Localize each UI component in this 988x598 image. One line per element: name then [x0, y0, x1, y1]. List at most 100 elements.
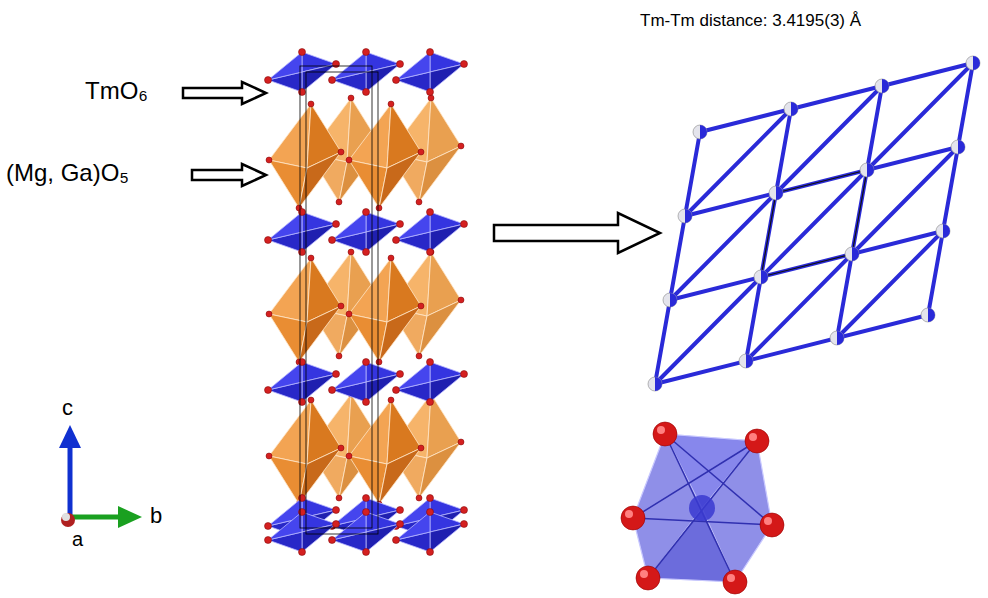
oxygen-atom: [461, 221, 468, 228]
tm-atom: [882, 79, 889, 93]
oxygen-atom: [760, 513, 784, 537]
oxygen-atom: [363, 359, 370, 366]
oxygen-atom: [346, 157, 352, 163]
axis-head: [118, 506, 142, 528]
tm-atom: [951, 140, 965, 154]
tm-atom: [769, 186, 783, 200]
polyhedron-face: [302, 224, 336, 252]
oxygen-atom: [397, 61, 404, 68]
tm-atom: [670, 293, 677, 307]
oxygen-atom: [388, 255, 394, 261]
tm-atom: [663, 293, 677, 307]
oxygen-atom: [333, 221, 340, 228]
oxygen-atom: [266, 453, 272, 459]
polyhedron-face: [269, 456, 307, 504]
oxygen-atom: [363, 89, 370, 96]
polyhedron-face: [302, 64, 336, 92]
oxygen-atom: [418, 149, 424, 155]
tm-atom: [852, 247, 859, 261]
tm-atom: [791, 102, 798, 116]
tm-atom: [860, 163, 874, 177]
oxygen-atom: [723, 570, 747, 594]
polyhedron-face: [396, 512, 430, 540]
axis-a: [61, 513, 75, 527]
oxygen-atom: [265, 387, 272, 394]
oxygen-atom: [299, 399, 306, 406]
oxygen-atom: [393, 537, 400, 544]
tm-atom: [928, 308, 935, 322]
tm-atom: [746, 354, 753, 368]
tm-atom: [754, 270, 768, 284]
oxygen-atom: [333, 61, 340, 68]
oxygen-atom: [416, 199, 422, 205]
axis-triad: [59, 425, 142, 528]
oxygen-atom: [416, 353, 422, 359]
tm-tm-bond: [867, 63, 973, 170]
oxygen-atom: [418, 303, 424, 309]
highlight: [749, 433, 757, 441]
oxygen-atom: [363, 509, 370, 516]
polyhedron-face: [349, 400, 391, 464]
tm-atom: [678, 209, 692, 223]
oxygen-atom: [333, 521, 340, 528]
oxygen-atom: [427, 509, 434, 516]
oxygen-atom: [338, 445, 344, 451]
oxygen-atom: [376, 359, 382, 365]
tm-atom: [739, 354, 753, 368]
oxygen-atom: [636, 566, 660, 590]
highlight: [625, 510, 633, 518]
oxygen-atom: [299, 249, 306, 256]
oxygen-atom: [397, 507, 404, 514]
oxygen-atom: [397, 521, 404, 528]
polyhedron-face: [430, 224, 464, 252]
tm-atom: [875, 79, 889, 93]
polyhedron-face: [332, 362, 366, 390]
polyhedron-face: [332, 212, 366, 240]
tm-atom: [784, 102, 798, 116]
polyhedron-label: (Mg, Ga)O₅: [6, 160, 129, 186]
polyhedron-face: [430, 374, 464, 402]
polyhedron-face: [379, 448, 421, 504]
oxygen-atom: [427, 209, 434, 216]
polyhedron-face: [366, 64, 400, 92]
oxygen-atom: [376, 205, 382, 211]
tm-atom: [837, 331, 844, 345]
polyhedron-face: [302, 374, 336, 402]
tm-atom: [769, 186, 783, 200]
tm-atom: [700, 125, 707, 139]
tm-tm-bond: [746, 254, 852, 361]
highlight: [640, 570, 648, 578]
tm-atom: [739, 354, 753, 368]
tm-atom: [648, 377, 662, 391]
oxygen-atom: [653, 422, 677, 446]
unit-cell-outline: [761, 170, 867, 277]
oxygen-atom: [458, 297, 464, 303]
tm-atom: [689, 495, 715, 521]
tm-atom: [958, 140, 965, 154]
polyhedron-label: TmO₆: [85, 78, 148, 104]
oxygen-atom: [418, 445, 424, 451]
oxygen-atom: [329, 237, 336, 244]
oxygen-atom: [393, 237, 400, 244]
polyhedron-face: [396, 212, 430, 240]
oxygen-atom: [308, 255, 314, 261]
polyhedron-face: [299, 306, 341, 362]
oxygen-atom: [308, 101, 314, 107]
oxygen-atom: [461, 371, 468, 378]
tm-atom: [693, 125, 707, 139]
tm-tm-bond: [761, 170, 867, 277]
oxygen-atom: [346, 311, 352, 317]
tm-tm-bond: [655, 315, 928, 384]
tm-atom: [693, 125, 707, 139]
oxygen-atom: [329, 387, 336, 394]
polyhedron-face: [633, 434, 772, 582]
tmo6-octahedron: [621, 422, 784, 594]
oxygen-atom: [363, 399, 370, 406]
oxygen-atom: [265, 523, 272, 530]
oxygen-atom: [338, 149, 344, 155]
oxygen-atom: [299, 209, 306, 216]
polyhedron-face: [269, 258, 311, 322]
oxygen-atom: [265, 77, 272, 84]
tm-atom: [921, 308, 935, 322]
